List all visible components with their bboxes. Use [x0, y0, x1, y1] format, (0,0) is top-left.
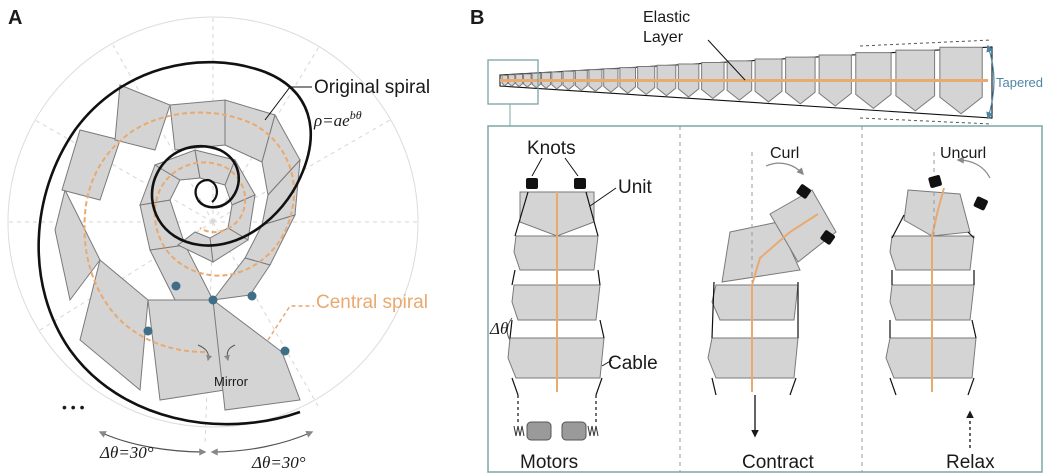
polar-guide-circle	[7, 16, 419, 428]
knot-icon	[973, 196, 988, 211]
joint-dots	[143, 281, 290, 356]
mirror-label: Mirror	[214, 374, 249, 389]
angle-label-right: Δθ=30°	[251, 453, 306, 472]
curved-arrow-icon	[956, 156, 991, 179]
original-spiral-leader	[264, 86, 312, 121]
original-spiral-inner-tail	[194, 178, 218, 203]
knot-icon	[796, 184, 811, 199]
motors-label: Motors	[520, 452, 578, 473]
knots-label: Knots	[527, 138, 576, 159]
tapered-arrow	[986, 44, 995, 120]
stack-curl: Curl Contract	[707, 145, 837, 473]
tapered-strip: Tapered Elastic Layer	[499, 9, 1043, 125]
angle-arc-right	[210, 431, 314, 456]
spring-icon	[513, 425, 525, 437]
central-spiral-label: Central spiral	[316, 292, 428, 313]
spiral-units	[54, 84, 301, 411]
panel-b-label: B	[470, 7, 484, 29]
layer-label: Layer	[643, 29, 684, 46]
knot-icon	[526, 178, 538, 189]
stack-straight: Knots Unit Δθ Cable Motors	[489, 138, 658, 473]
knot-icon	[820, 230, 835, 245]
angle-label-left: Δθ=30°	[99, 443, 154, 462]
delta-theta-label: Δθ	[489, 319, 508, 338]
contract-label: Contract	[742, 452, 815, 473]
central-spiral-path	[83, 111, 295, 353]
ellipsis-dots: • • •	[62, 399, 85, 415]
curved-arrow-icon	[765, 162, 804, 176]
panel-a-label: A	[8, 7, 22, 29]
panel-a: A	[7, 7, 430, 472]
stack-uncurl: Uncurl Relax	[885, 145, 995, 473]
tapered-label: Tapered	[996, 75, 1043, 90]
motor-icon	[513, 421, 599, 441]
central-spiral-leader	[267, 305, 314, 341]
mirror-arrow-right	[223, 344, 236, 362]
spring-icon	[587, 425, 599, 437]
angle-arc-left	[98, 431, 207, 456]
panel-b: B Tapered Elastic Layer	[470, 7, 1043, 473]
knot-icon	[928, 175, 942, 188]
elastic-label: Elastic	[643, 9, 690, 26]
original-spiral-path	[37, 60, 313, 426]
elastic-leader	[707, 39, 746, 81]
mirror-arrow-left	[197, 344, 213, 362]
original-spiral-label: Original spiral	[314, 77, 430, 98]
unit-label: Unit	[618, 177, 653, 198]
detail-frame	[487, 125, 1043, 473]
knot-icon	[574, 178, 586, 189]
curl-label: Curl	[770, 145, 799, 162]
relax-label: Relax	[946, 452, 995, 473]
cable-label: Cable	[608, 353, 658, 374]
uncurl-label: Uncurl	[940, 145, 986, 162]
zoom-box	[487, 59, 539, 105]
spiral-formula: ρ=aebθ	[313, 108, 362, 130]
